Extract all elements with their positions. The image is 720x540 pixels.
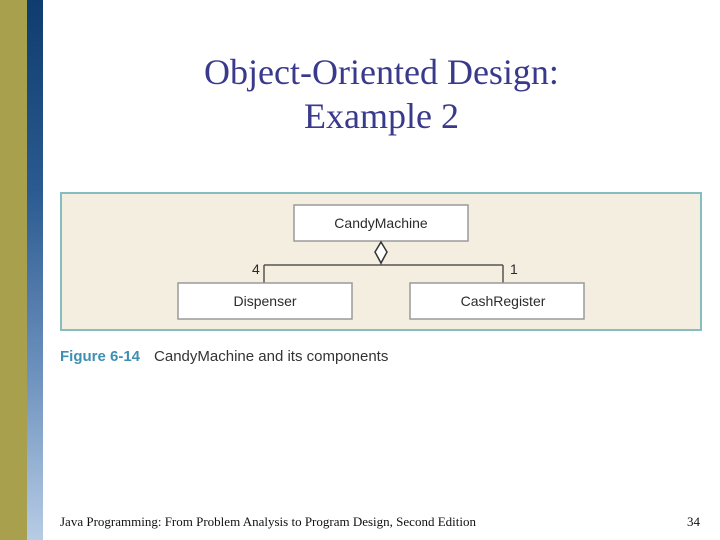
figure-caption: Figure 6-14 CandyMachine and its componen… bbox=[60, 348, 660, 365]
aggregation-diamond bbox=[374, 240, 388, 265]
class-name-candymachine: CandyMachine bbox=[334, 215, 428, 231]
left-olive-band bbox=[0, 0, 27, 540]
left-blue-gradient-band bbox=[27, 0, 43, 540]
class-name-cashregister: CashRegister bbox=[461, 293, 546, 309]
figure-number: Figure 6-14 bbox=[60, 348, 141, 365]
class-box-dispenser: Dispenser bbox=[177, 282, 353, 320]
slide-title-line-1: Object-Oriented Design: bbox=[204, 52, 559, 92]
class-box-cashregister: CashRegister bbox=[409, 282, 585, 320]
slide-title-line-2: Example 2 bbox=[304, 96, 459, 136]
page-number: 34 bbox=[687, 514, 700, 529]
footer-text: Java Programming: From Problem Analysis … bbox=[60, 514, 476, 529]
figure-caption-text: CandyMachine and its components bbox=[154, 348, 389, 365]
class-name-dispenser: Dispenser bbox=[233, 293, 296, 309]
multiplicity-right: 1 bbox=[510, 261, 518, 277]
uml-class-diagram: CandyMachine 4 1 Dispenser CashRegister bbox=[177, 204, 585, 320]
class-box-candymachine: CandyMachine bbox=[293, 204, 469, 242]
slide-title: Object-Oriented Design: Example 2 bbox=[43, 50, 720, 138]
association-lines bbox=[263, 263, 504, 283]
multiplicity-left: 4 bbox=[252, 261, 260, 277]
uml-figure-panel: CandyMachine 4 1 Dispenser CashRegister bbox=[60, 192, 702, 331]
